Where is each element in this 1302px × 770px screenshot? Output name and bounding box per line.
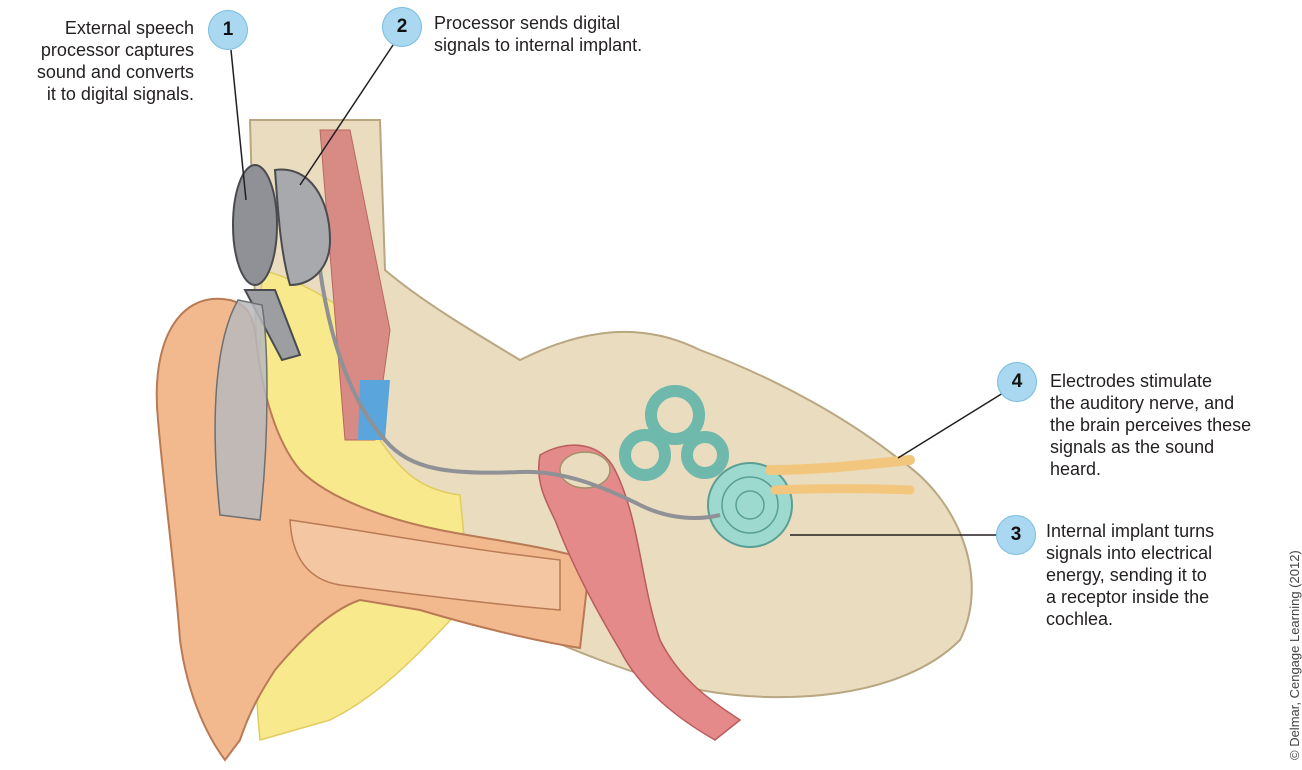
leader-line-1 (231, 50, 246, 200)
callout-4-line-4: signals as the sound (1050, 436, 1298, 458)
callout-1-badge: 1 (208, 10, 248, 50)
callout-4-line-5: heard. (1050, 458, 1298, 480)
callout-2-badge: 2 (382, 7, 422, 47)
callout-3-line-3: energy, sending it to (1046, 564, 1276, 586)
callout-1-line-4: it to digital signals. (8, 83, 194, 105)
callout-2-text: Processor sends digital signals to inter… (434, 12, 694, 56)
callout-4-badge: 4 (997, 362, 1037, 402)
callout-1-line-3: sound and converts (8, 61, 194, 83)
callout-2-line-2: signals to internal implant. (434, 34, 694, 56)
cochlea (708, 463, 792, 547)
callout-3-badge: 3 (996, 515, 1036, 555)
callout-3-line-1: Internal implant turns (1046, 520, 1276, 542)
callout-1-line-1: External speech (8, 17, 194, 39)
callout-3-line-5: cochlea. (1046, 608, 1276, 630)
callout-3-line-4: a receptor inside the (1046, 586, 1276, 608)
copyright-credit-text: © Delmar, Cengage Learning (2012) (1287, 550, 1302, 760)
callout-1-line-2: processor captures (8, 39, 194, 61)
callout-4-text: Electrodes stimulate the auditory nerve,… (1050, 370, 1298, 480)
copyright-credit: © Delmar, Cengage Learning (2012) (1287, 380, 1302, 760)
auditory-nerve-branch (775, 489, 910, 491)
callout-3-line-2: signals into electrical (1046, 542, 1276, 564)
callout-4-line-2: the auditory nerve, and (1050, 392, 1298, 414)
callout-4-line-1: Electrodes stimulate (1050, 370, 1298, 392)
callout-3-text: Internal implant turns signals into elec… (1046, 520, 1276, 630)
leader-line-4 (898, 393, 1003, 458)
callout-4-line-3: the brain perceives these (1050, 414, 1298, 436)
callout-2-line-1: Processor sends digital (434, 12, 694, 34)
callout-1-text: External speech processor captures sound… (8, 17, 194, 105)
